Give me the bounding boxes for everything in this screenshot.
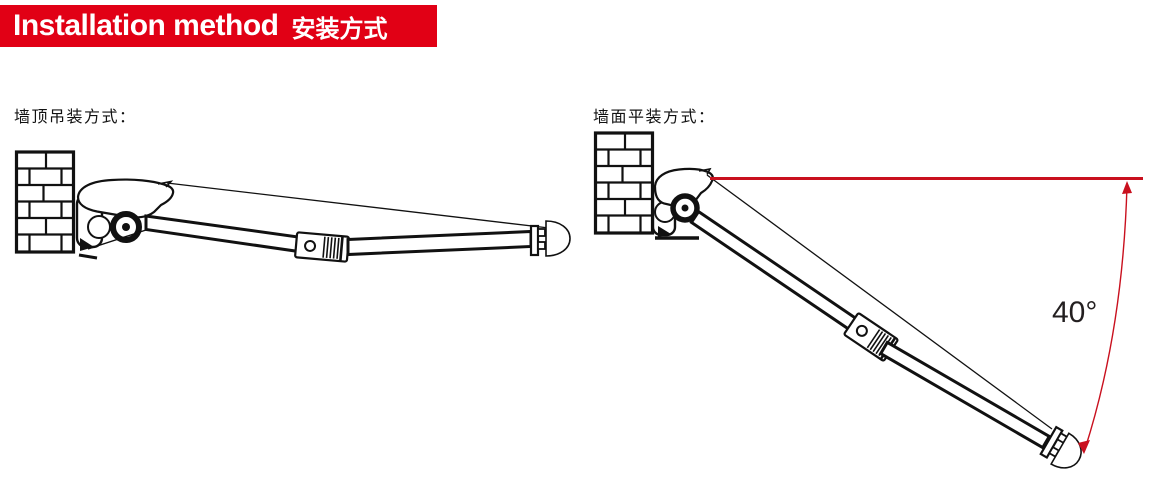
roller-right-icon xyxy=(670,193,700,223)
ceiling-mount-label: 墙顶吊装方式： xyxy=(14,109,137,126)
page-title-zh: 安装方式 xyxy=(291,15,388,43)
awning-inclined-drawing xyxy=(651,167,1082,469)
angle-arc xyxy=(1084,184,1128,450)
cassette-hood-left-icon xyxy=(76,178,175,219)
arc-arrowhead-bottom-icon xyxy=(1078,440,1090,454)
brick-wall-right-icon xyxy=(593,131,655,235)
fabric-edge-right-icon xyxy=(706,174,1053,430)
roller-left-icon xyxy=(110,211,142,243)
front-bar-left-icon xyxy=(529,220,571,257)
arm-segment1-right-icon xyxy=(689,209,869,339)
fabric-edge-left-icon xyxy=(166,182,550,229)
front-bar-right-icon xyxy=(1039,425,1082,469)
shoulder-link-left-icon xyxy=(87,229,147,250)
arc-arrowhead-top-icon xyxy=(1122,181,1132,194)
brick-wall-left-icon xyxy=(14,150,76,254)
bracket-foot-right-icon xyxy=(658,226,671,237)
awning-horizontal-drawing xyxy=(75,178,571,263)
arm-segment1-left-icon xyxy=(144,214,311,255)
angle-value-label: 40° xyxy=(1052,296,1098,329)
title-banner: Installation method 安装方式 xyxy=(0,5,437,47)
page-title-en: Installation method xyxy=(13,9,279,42)
arm-segment2-left-icon xyxy=(346,229,533,257)
shoulder-pivot-left-icon xyxy=(87,215,111,239)
arm-segment2-right-icon xyxy=(878,340,1052,450)
angle-annotation xyxy=(710,177,1143,454)
elbow-joint-left-icon xyxy=(294,231,350,263)
bracket-base-left-icon xyxy=(78,253,98,260)
cassette-hood-right-icon xyxy=(653,167,714,208)
flat-wall-mount-label: 墙面平装方式： xyxy=(593,109,716,126)
